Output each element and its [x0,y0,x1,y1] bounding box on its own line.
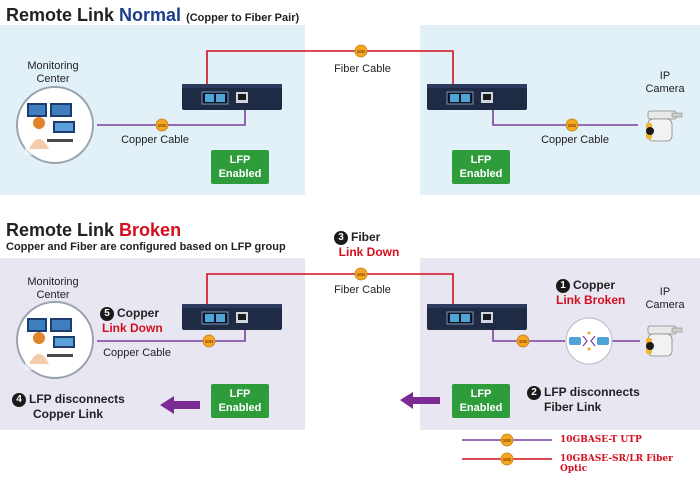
legend-fiber-badge [500,452,514,466]
bottom-right-converter [426,303,528,331]
bottom-left-converter [181,303,283,331]
step3-line2: Link Down [338,245,400,259]
bottom-title-accent: Broken [119,220,182,240]
top-right-converter [426,83,528,111]
step5-line2: Link Down [102,321,163,335]
step2-number: 2 [527,386,541,400]
top-fiber-badge [354,44,368,58]
step4-line1: LFP disconnects [29,392,125,406]
bottom-camera-icon [645,325,683,357]
top-left-converter [181,83,283,111]
legend-fiber-label: 10GBASE-SR/LR Fiber Optic [560,454,673,474]
left-arrow-icon [160,396,200,414]
top-copper-right-label: Copper Cable [541,134,609,146]
step4-line2: Copper Link [33,407,104,421]
step1-number: 1 [556,279,570,293]
top-left-copper-badge [155,118,169,132]
top-copper-left-label: Copper Cable [121,134,189,146]
step3-line1: Fiber [351,230,381,244]
step3-number: 3 [334,231,348,245]
step4-number: 4 [12,393,26,407]
right-arrow-icon [400,392,440,409]
top-fiber-label: Fiber Cable [334,63,391,75]
top-camera-icon [645,110,683,142]
bottom-copper-left-label: Copper Cable [103,347,171,359]
broken-link-icon [565,317,613,365]
bottom-title-prefix: Remote Link [6,220,115,240]
bottom-left-copper-badge [202,334,216,348]
step1-line2: Link Broken [556,293,626,307]
step2-line1: LFP disconnects [544,385,640,399]
bottom-subtitle: Copper and Fiber are configured based on… [6,241,286,253]
bottom-fiber-cable [206,273,454,306]
bottom-title: Remote Link Broken [6,220,181,241]
bottom-right-copper-badge [516,334,530,348]
legend-utp-label: 10GBASE-T UTP [560,435,642,445]
step5-number: 5 [100,307,114,321]
top-right-copper-badge [565,118,579,132]
legend-utp-badge [500,433,514,447]
step2-line2: Fiber Link [544,400,602,414]
top-title: Remote Link Normal (Copper to Fiber Pair… [6,5,299,26]
top-title-suffix: (Copper to Fiber Pair) [186,12,300,24]
step5-line1: Copper [117,306,159,320]
bottom-fiber-label: Fiber Cable [334,284,391,296]
bottom-fiber-badge [354,267,368,281]
top-title-accent: Normal [119,5,182,25]
top-fiber-cable [206,50,454,86]
bottom-monitoring-icon [16,301,94,379]
top-monitoring-icon [16,86,94,164]
step1-line1: Copper [573,278,615,292]
top-title-prefix: Remote Link [6,5,115,25]
